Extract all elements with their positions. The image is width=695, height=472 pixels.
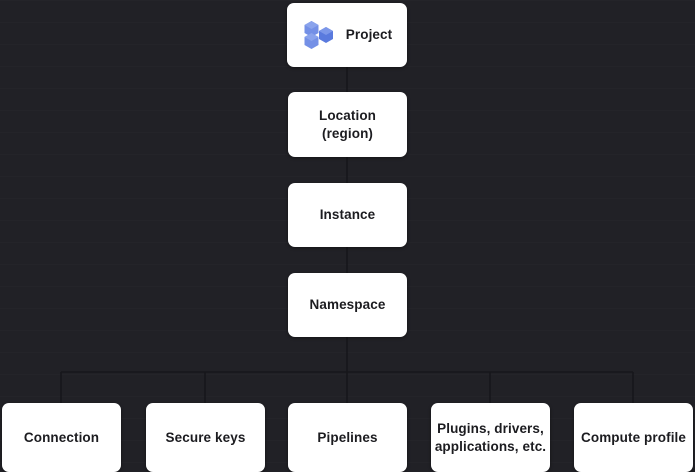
node-label-secure-keys: Secure keys <box>165 429 246 445</box>
node-compute-profile[interactable]: Compute profile <box>574 403 693 472</box>
node-namespace[interactable]: Namespace <box>288 273 407 337</box>
node-label-namespace: Namespace <box>309 297 386 313</box>
node-plugins[interactable]: Plugins, drivers, applications, etc. <box>431 403 550 472</box>
node-label-compute-profile: Compute profile <box>581 429 686 445</box>
node-project[interactable]: Project <box>287 3 407 67</box>
node-pipelines[interactable]: Pipelines <box>288 403 407 472</box>
node-location[interactable]: Location (region) <box>288 92 407 157</box>
node-label-connection: Connection <box>23 429 100 445</box>
node-label-instance: Instance <box>319 207 376 223</box>
node-label-plugins: Plugins, drivers, applications, etc. <box>434 421 547 454</box>
node-instance[interactable]: Instance <box>288 183 407 247</box>
project-hexagons-icon <box>304 21 333 49</box>
node-label-pipelines: Pipelines <box>317 429 378 445</box>
node-label-location: Location (region) <box>318 108 377 141</box>
node-label-project: Project <box>345 27 393 43</box>
node-secure-keys[interactable]: Secure keys <box>146 403 265 472</box>
node-connection[interactable]: Connection <box>2 403 121 472</box>
